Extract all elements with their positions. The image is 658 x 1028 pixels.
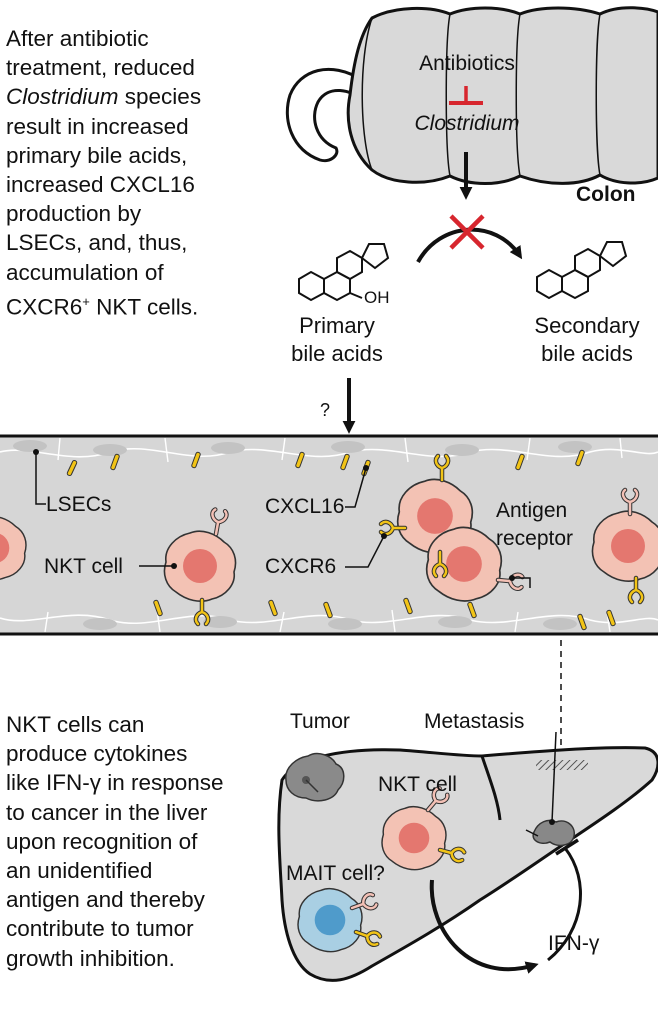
metastasis-blob — [532, 819, 575, 847]
plus-superscript: + — [82, 293, 90, 309]
top-caption-line: treatment, reduced — [6, 55, 195, 81]
ifn-gamma-label: IFN-γ — [548, 932, 600, 955]
top-caption-line: After antibiotic — [6, 26, 149, 51]
cxcr6-label: CXCR6 — [265, 555, 337, 578]
bottom-caption-line: like IFN-γ in response — [6, 770, 224, 796]
secondary-label-line: Secondary — [534, 313, 640, 338]
liver-nkt-cell-label: NKT cell — [378, 773, 457, 796]
liver-illustration — [277, 731, 658, 982]
unknown-mechanism-label: ? — [320, 400, 331, 420]
metastasis-label: Metastasis — [424, 710, 525, 733]
clostridium-term: Clostridium — [6, 84, 119, 110]
top-caption-line: Clostridium species — [6, 82, 246, 111]
bottom-caption-line: to cancer in the liver — [6, 799, 208, 825]
mait-cell-label: MAIT cell? — [286, 862, 385, 885]
antigen-label-line: receptor — [496, 527, 574, 550]
antigen-label-line: Antigen — [496, 499, 568, 522]
secondary-bile-acid-structure — [536, 241, 628, 300]
lsecs-label: LSECs — [46, 493, 112, 516]
secondary-label-line: bile acids — [541, 341, 633, 366]
top-caption-line: production by — [6, 201, 142, 227]
bottom-caption-line: NKT cells can — [6, 712, 145, 737]
secondary-bile-acids-label: Secondary bile acids — [518, 312, 656, 368]
primary-bile-acid-structure — [298, 243, 390, 302]
tumor-blob — [285, 752, 345, 802]
antibiotics-label: Antibiotics — [419, 52, 515, 75]
top-caption-line: LSECs, and, thus, — [6, 230, 188, 256]
conversion-arrow — [416, 214, 523, 263]
primary-bile-acids-label: Primary bile acids — [272, 312, 402, 368]
top-caption-line: primary bile acids, — [6, 142, 188, 168]
top-caption-line: accumulation of — [6, 259, 164, 285]
clostridium-label: Clostridium — [414, 112, 520, 135]
blood-vessel — [0, 434, 658, 636]
colon-label: Colon — [576, 183, 636, 206]
bottom-caption-line: upon recognition of — [6, 828, 198, 854]
bottom-caption-line: growth inhibition. — [6, 945, 175, 971]
antigen-receptor-label: Antigen receptor — [496, 497, 573, 553]
nkt-cell-label: NKT cell — [44, 555, 123, 578]
bottom-caption-line: antigen and thereby — [6, 887, 205, 913]
top-caption-line: CXCR6+ NKT cells. — [6, 287, 246, 322]
top-caption-fragment: NKT cells. — [89, 294, 199, 320]
top-caption-fragment: species — [118, 84, 202, 110]
top-caption: After antibiotic treatment, reduced Clos… — [6, 24, 246, 322]
bottom-caption: NKT cells can produce cytokines like IFN… — [6, 710, 276, 973]
oh-group-label: OH — [364, 288, 390, 307]
bottom-caption-line: produce cytokines — [6, 741, 188, 767]
bottom-caption-line: contribute to tumor — [6, 916, 194, 942]
tumor-label: Tumor — [290, 710, 350, 733]
colon-illustration — [285, 6, 658, 200]
cxcl16-label: CXCL16 — [265, 495, 345, 518]
bottom-caption-line: an unidentified — [6, 858, 153, 884]
top-caption-line: increased CXCL16 — [6, 172, 195, 198]
top-caption-line: result in increased — [6, 113, 189, 139]
primary-label-line: bile acids — [291, 341, 383, 366]
primary-label-line: Primary — [299, 313, 375, 338]
cxcr6-term: CXCR6 — [6, 294, 83, 320]
